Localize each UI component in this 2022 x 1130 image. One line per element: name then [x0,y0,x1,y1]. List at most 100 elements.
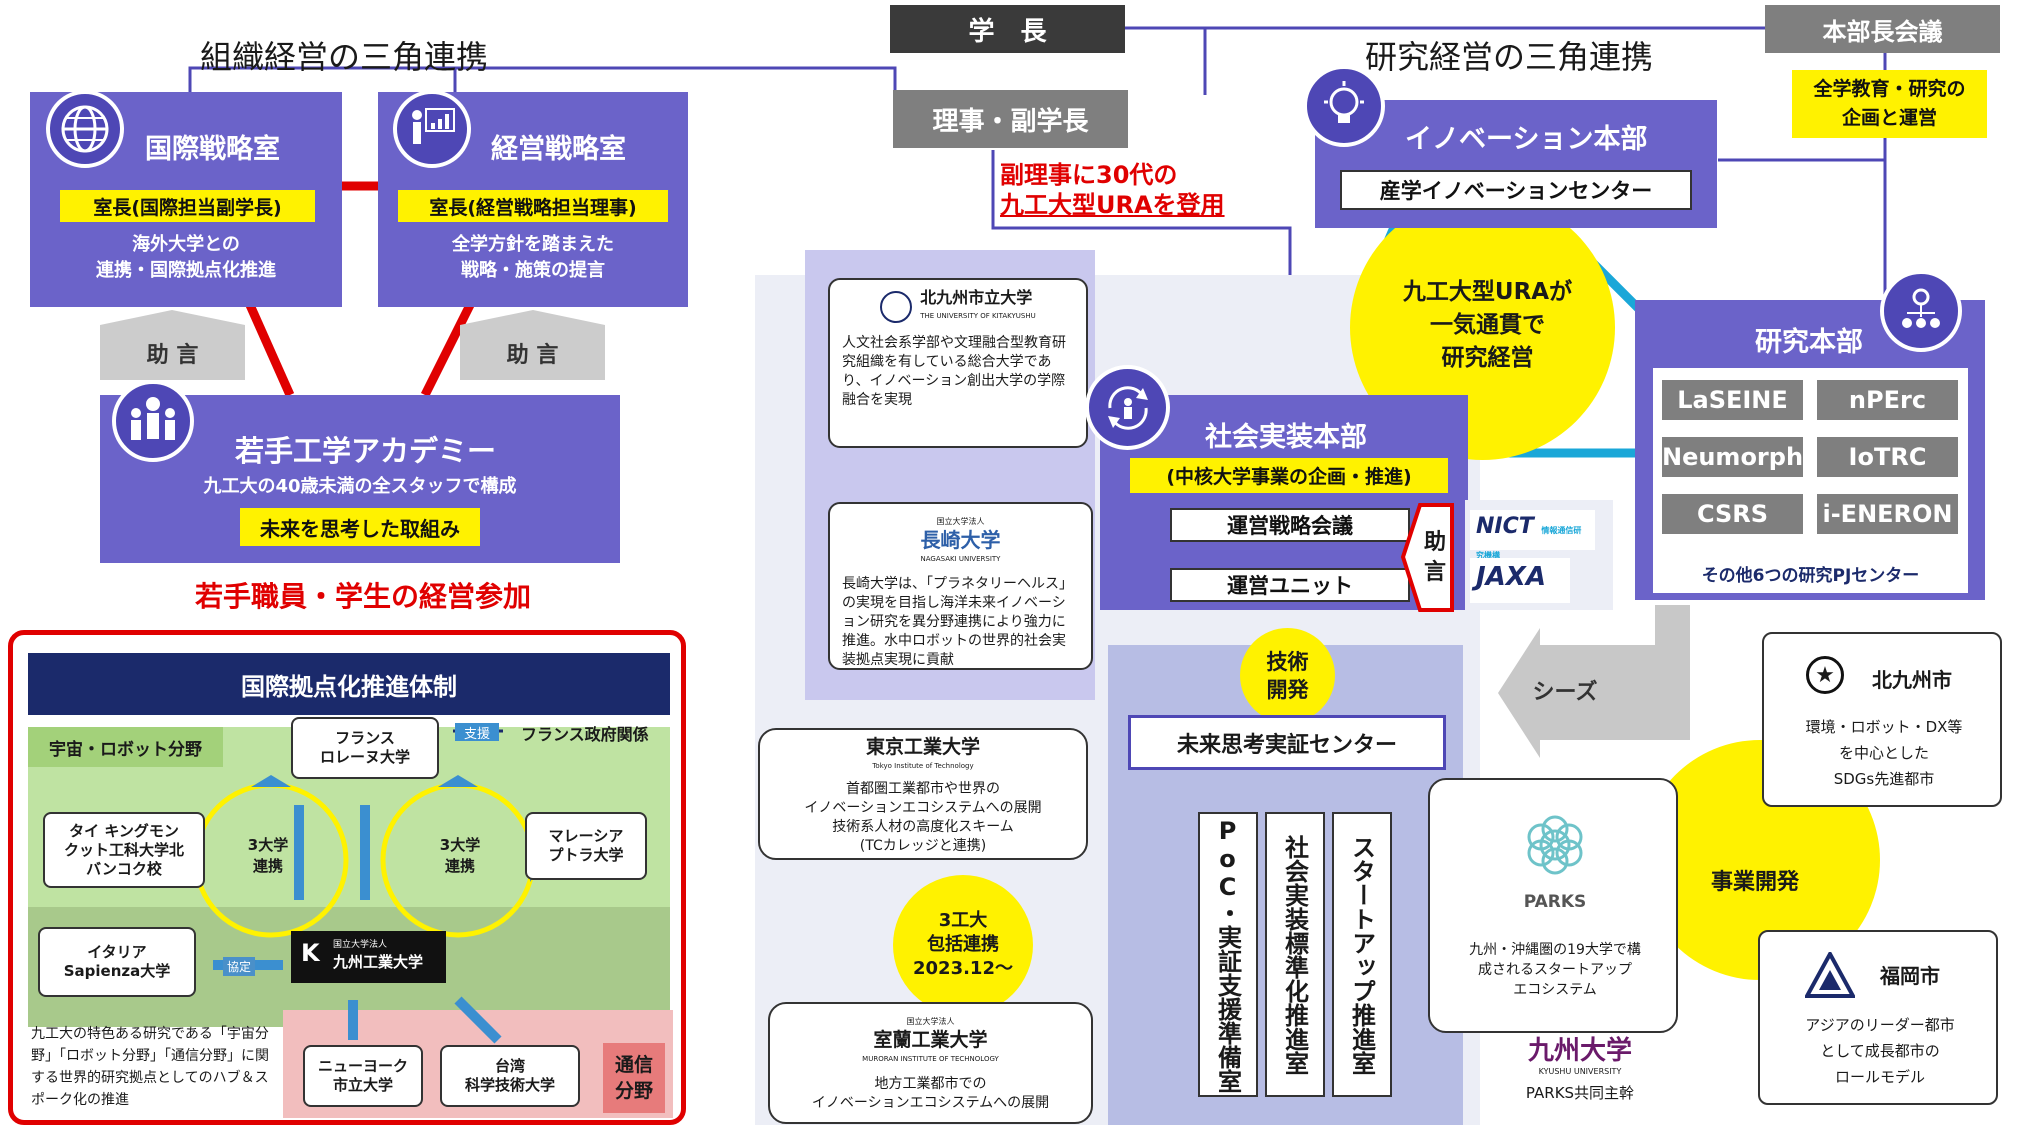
space-robot-label: 宇宙・ロボット分野 [28,727,223,767]
parks-desc: 九州・沖縄圏の19大学で構 成されるスタートアップ エコシステム [1469,942,1641,998]
social-advice-label: 助 言 [1423,530,1446,585]
tokyo-tech-desc: 首都圏工業都市や世界の イノベーションエコシステムへの展開 技術系人材の高度化ス… [804,781,1042,854]
three-univ-left: 3大学 連携 [247,836,289,875]
org-triangle-title: 組織経営の三角連携 [200,38,489,76]
fukuoka-city-desc: アジアのリーダー都市 として成長都市の ロールモデル [1805,1016,1955,1086]
research-hq-title: 研究本部 [1755,327,1863,358]
malaysia-upm-box: マレーシア プトラ大学 [525,812,647,880]
muroran-card: 国立大学法人 室蘭工業大学 MURORAN INSTITUTE OF TECHN… [768,1002,1093,1124]
parks-logo-text: PARKS [1523,892,1587,912]
standardization-room: 社会実装標準化推進室 [1265,812,1325,1097]
intl-desc-l2: 連携・国際拠点化推進 [96,260,276,281]
parks-card: PARKS 九州・沖縄圏の19大学で構 成されるスタートアップ エコシステム [1428,778,1678,1033]
ura-note-line1: 副理事に30代の [1000,161,1178,189]
young-academy: 若手工学アカデミー 九工大の40歳未満の全スタッフで構成 未来を思考した取組み [100,380,620,563]
intl-hub-desc: 九工大の特色ある研究である「宇宙分野」「ロボット分野」「通信分野」に関する世界的… [31,1026,269,1108]
mgmt-desc-l1: 全学方針を踏まえた [452,234,614,255]
nict-sub: 情報通信研究機構 [1476,526,1582,560]
kitakyushu-city-name: 北九州市 [1872,668,1952,692]
france-gov-label: フランス政府関係 [521,725,649,744]
lab-csrs[interactable]: CSRS [1660,492,1805,536]
nict-text: NICT [1476,514,1534,539]
nagasaki-univ-desc: 長崎大学は、「プラネタリーヘルス」の実現を目指し海洋未来イノベーション研究を異分… [842,576,1073,668]
globe-icon [46,90,124,168]
jaxa-logo: JAXA [1470,558,1570,603]
kitakyushu-univ-logo-icon [880,291,913,323]
mgmt-office-title: 経営戦略室 [491,134,626,165]
innovation-hq-title: イノベーション本部 [1405,124,1648,155]
kitakyushu-univ-card: 北九州市立大学 THE UNIVERSITY OF KITAKYUSHU 人文社… [828,278,1088,448]
kyushu-univ-block: 九州大学 KYUSHU UNIVERSITY PARKS共同主幹 [1490,1030,1670,1120]
mgmt-office-head: 室長(経営戦略担当理事) [398,190,668,222]
research-hq: 研究本部 LaSEINE nPErc Neumorph IoTRC CSRS i… [1635,270,1985,600]
intl-hub-title: 国際拠点化推進体制 [28,653,670,715]
taiwan-tech-box: 台湾 科学技術大学 [440,1045,580,1107]
vp-box: 理事・副学長 [893,90,1128,148]
muroran-small: 国立大学法人 [906,1017,955,1026]
nagasaki-univ-en: NAGASAKI UNIVERSITY [920,555,1001,563]
ura-note-line2: 九工大型URAを登用 [1000,191,1225,219]
muroran-en: MURORAN INSTITUTE OF TECHNOLOGY [862,1055,999,1063]
hq-meeting-role: 全学教育・研究の 企画と運営 [1792,70,1987,138]
parks-logo-icon [1527,815,1583,875]
kitakyushu-city-desc: 環境・ロボット・DX等 を中心とした SDGs先進都市 [1805,718,1963,788]
support-tag: 支援 [455,723,499,742]
network-icon [1880,270,1962,352]
thai-kmitl-box: タイ キングモン クット工科大学北 バンコク校 [43,812,205,888]
kit-logo-icon: K [301,939,320,967]
three-tech-alliance-circle: 3工大 包括連携 2023.12〜 [893,875,1033,1015]
kitakyushu-city-card: ★ 北九州市 環境・ロボット・DX等 を中心とした SDGs先進都市 [1762,632,2002,807]
intl-office-desc: 海外大学との 連携・国際拠点化推進 [30,232,342,284]
tech-dev-badge: 技術 開発 [1240,628,1335,723]
intl-strategy-office: 国際戦略室 室長(国際担当副学長) 海外大学との 連携・国際拠点化推進 [30,90,342,307]
lab-i-eneron[interactable]: i-ENERON [1815,492,1960,536]
people-icon [112,380,194,462]
intl-desc-l1: 海外大学との [132,234,240,255]
cycle-icon [1085,365,1170,450]
academy-title: 若手工学アカデミー [235,434,497,468]
muroran-name: 室蘭工業大学 [873,1029,988,1051]
seeds-label: シーズ [1532,680,1598,705]
lab-laseine[interactable]: LaSEINE [1660,378,1805,422]
comm-field-label: 通信 分野 [603,1043,665,1113]
intl-office-title: 国際戦略室 [145,134,280,165]
president-box: 学 長 [890,5,1125,53]
startup-room: スタートアップ推進室 [1332,812,1392,1097]
kyushu-univ-en: KYUSHU UNIVERSITY [1538,1067,1622,1076]
fukuoka-city-name: 福岡市 [1880,964,1940,988]
tokyo-tech-en: Tokyo Institute of Technology [872,762,974,770]
future-center-title: 未来思考実証センター [1128,715,1446,770]
academy-desc: 九工大の40歳未満の全スタッフで構成 [203,476,517,497]
france-lorraine-box: フランス ロレーヌ大学 [291,717,439,779]
lab-iotrc[interactable]: IoTRC [1815,435,1960,479]
kitakyushu-univ-desc: 人文社会系学部や文理融合型教育研究組織を有している総合大学であり、イノベーション… [842,335,1066,408]
three-univ-right: 3大学 連携 [439,836,481,875]
biz-dev-label: 事業開発 [1710,870,1799,895]
tokyo-tech-name: 東京工業大学 [865,736,980,758]
mgmt-desc-l2: 戦略・施策の提言 [461,260,605,281]
social-impl-hq: 社会実装本部 (中核大学事業の企画・推進) 運営戦略会議 運営ユニット [1085,365,1468,610]
kitakyushu-city-emblem-icon: ★ [1806,656,1844,694]
lab-neumorph[interactable]: Neumorph [1660,435,1805,479]
industry-innovation-center: 産学イノベーションセンター [1340,170,1692,210]
presentation-icon [393,90,471,168]
ura-note: 副理事に30代の 九工大型URAを登用 [1000,160,1225,220]
nagasaki-small: 国立大学法人 [936,517,985,526]
fukuoka-city-card: 福岡市 アジアのリーダー都市 として成長都市の ロールモデル [1758,930,1998,1105]
nict-logo: NICT 情報通信研究機構 [1470,510,1595,560]
kitakyushu-univ-en: THE UNIVERSITY OF KITAKYUSHU [920,312,1036,320]
ura-circle-text: 九工大型URAが 一気通貫で 研究経営 [1402,278,1573,371]
fukuoka-city-emblem-icon [1805,952,1855,998]
kit-hub-box: K 国立大学法人 九州工業大学 [291,931,446,983]
lab-nperc[interactable]: nPErc [1815,378,1960,422]
mgmt-unit: 運営ユニット [1170,568,1410,602]
mgmt-strategy-meeting: 運営戦略会議 [1170,508,1410,542]
other-centers-note: その他6つの研究PJセンター [1653,553,1968,593]
nagasaki-univ-card: 国立大学法人 長崎大学 NAGASAKI UNIVERSITY 長崎大学は、「プ… [828,502,1093,670]
nyc-college-box: ニューヨーク 市立大学 [303,1045,423,1107]
hq-meeting-box: 本部長会議 [1765,5,2000,53]
kyushu-univ-role: PARKS共同主幹 [1525,1084,1635,1102]
kit-name: 九州工業大学 [333,953,424,971]
advice-label-left: 助 言 [146,343,199,368]
young-participation-caption: 若手職員・学生の経営参加 [195,580,532,613]
